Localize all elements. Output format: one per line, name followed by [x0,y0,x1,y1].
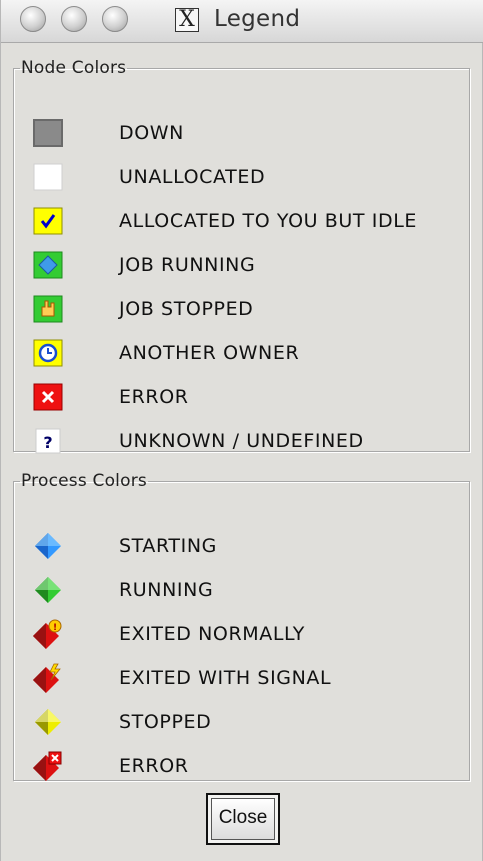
legend-label: ANOTHER OWNER [119,342,300,364]
legend-label: JOB RUNNING [119,254,256,276]
svg-text:?: ? [43,433,52,452]
green-hand-icon [32,294,64,324]
process-colors-heading: Process Colors [21,471,147,491]
legend-row: ANOTHER OWNER [14,336,454,370]
legend-row: UNALLOCATED [14,160,454,194]
legend-label: STOPPED [119,711,212,733]
window-minimize-button[interactable] [61,6,87,32]
legend-label: ERROR [119,386,189,408]
blue-diamond-icon [32,531,64,561]
legend-label: EXITED NORMALLY [119,623,305,645]
red-x-icon [32,382,64,412]
legend-label: UNKNOWN / UNDEFINED [119,430,364,452]
legend-row: EXITED WITH SIGNAL [14,661,454,695]
close-button-label: Close [211,798,275,840]
legend-label: UNALLOCATED [119,166,266,188]
legend-row: ERROR [14,749,454,783]
green-diamond-icon [32,575,64,605]
green-diamond-icon [32,250,64,280]
legend-row: JOB STOPPED [14,292,454,326]
legend-label: EXITED WITH SIGNAL [119,667,332,689]
legend-row: RUNNING [14,573,454,607]
white-square-icon [32,162,64,192]
legend-row: STARTING [14,529,454,563]
node-colors-heading: Node Colors [21,58,127,78]
legend-row: ERROR [14,380,454,414]
yellow-check-icon [32,206,64,236]
legend-label: JOB STOPPED [119,298,254,320]
legend-label: DOWN [119,122,184,144]
legend-label: ERROR [119,755,189,777]
question-mark-icon: ? [32,426,64,456]
title-bar[interactable]: X Legend [1,0,483,43]
legend-label: ALLOCATED TO YOU BUT IDLE [119,210,417,232]
close-button[interactable]: Close [206,793,280,845]
yellow-diamond-icon [32,707,64,737]
legend-label: STARTING [119,535,217,557]
svg-text:!: ! [53,623,57,633]
yellow-clock-icon [32,338,64,368]
node-colors-group: Node Colors DOWN UNALLOCATED ALLOCATED T… [13,58,470,454]
window-title: Legend [214,6,301,32]
legend-row: STOPPED [14,705,454,739]
window-close-button[interactable] [20,6,46,32]
legend-row: ! EXITED NORMALLY [14,617,454,651]
window-zoom-button[interactable] [102,6,128,32]
legend-row: ? UNKNOWN / UNDEFINED [14,424,454,458]
gray-square-icon [32,118,64,148]
x11-app-icon: X [175,8,199,32]
process-colors-group: Process Colors STARTING RUNNING ! [13,471,470,781]
red-diamond-signal-icon [32,663,64,693]
red-diamond-exit-icon: ! [32,619,64,649]
legend-label: RUNNING [119,579,214,601]
legend-row: ALLOCATED TO YOU BUT IDLE [14,204,454,238]
legend-row: JOB RUNNING [14,248,454,282]
legend-row: DOWN [14,116,454,150]
red-diamond-error-icon [32,751,64,781]
